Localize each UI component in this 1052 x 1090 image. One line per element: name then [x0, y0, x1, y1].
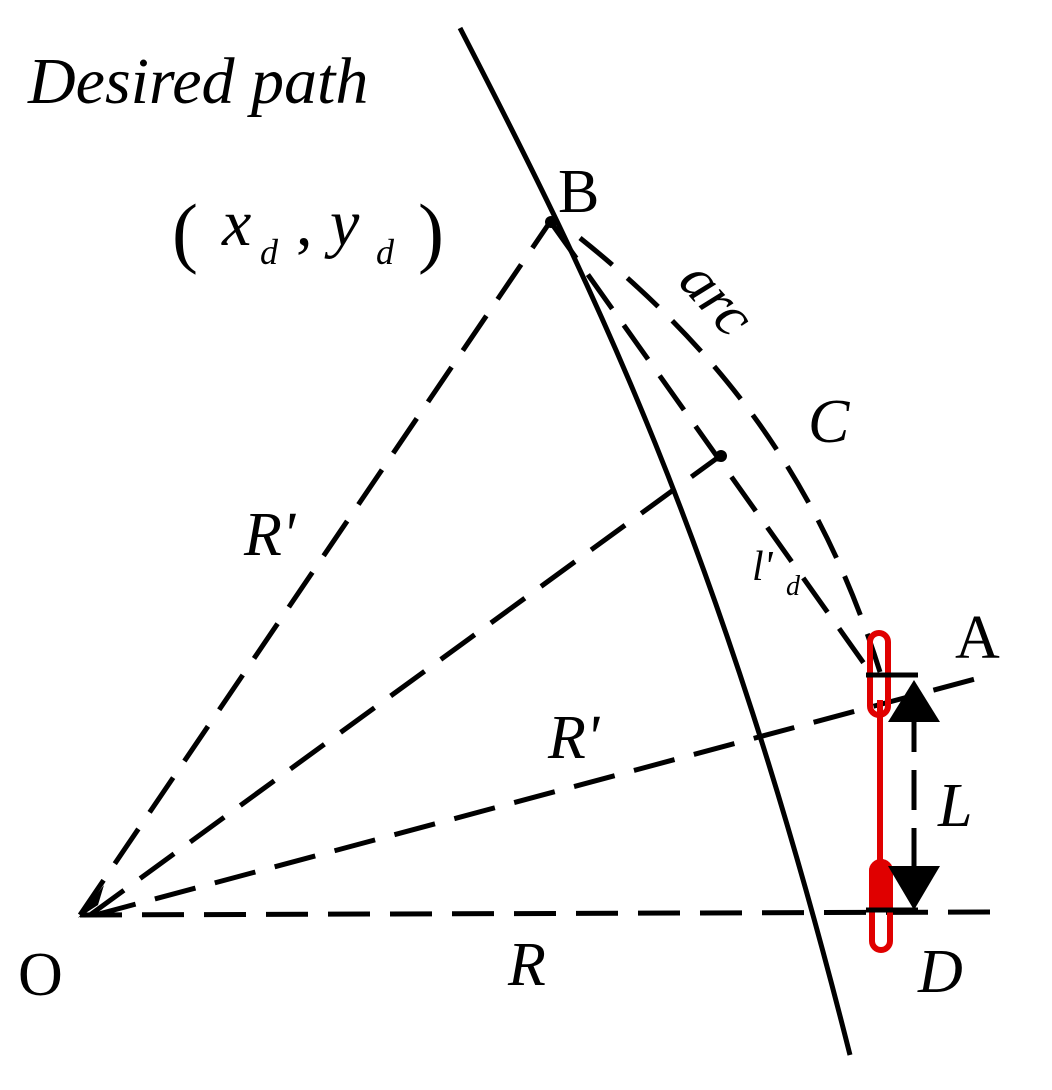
radius-lines [77, 220, 996, 918]
label-R: R [507, 931, 546, 999]
label-R-prime-upper: R' [243, 501, 297, 569]
arc-line-BA [578, 236, 883, 673]
wheelbase-arrow-down [888, 866, 940, 910]
radius-line-O-to-C-foot [88, 453, 722, 918]
label-point-O: O [18, 941, 63, 1009]
wheelbase-arrow-up [888, 680, 940, 722]
label-point-B: B [558, 158, 599, 226]
lookahead-lines [549, 222, 883, 674]
coord-close-paren: ) [418, 188, 444, 275]
label-R-prime-lower: R' [547, 704, 601, 772]
label-point-A: A [955, 604, 1000, 672]
desired-path-curve [457, 26, 853, 1056]
label-L: L [937, 772, 972, 840]
point-B-dot [545, 216, 557, 228]
label-point-C: C [808, 388, 850, 456]
label-l-prime: l' [752, 544, 774, 590]
label-l-subscript: d [786, 571, 801, 602]
vehicle [867, 630, 893, 953]
label-point-D: D [917, 938, 963, 1006]
diagram-title: Desired path [27, 45, 368, 118]
coord-open-paren: ( [172, 188, 198, 275]
arrowhead-at-O [78, 885, 104, 918]
point-C-dot [715, 450, 727, 462]
coord-x: x [221, 187, 251, 260]
coordinate-label: ( x d , y d ) [172, 187, 444, 275]
vehicle-rear-wheel-fill [869, 859, 893, 911]
coord-comma: , [296, 187, 313, 260]
chord-line-BA [549, 222, 873, 674]
radius-line-OB [77, 220, 553, 917]
radius-line-OA [94, 672, 991, 918]
coord-y: y [324, 187, 360, 260]
radius-line-OD [79, 909, 996, 918]
coord-y-subscript: d [376, 232, 395, 272]
coord-x-subscript: d [260, 232, 279, 272]
